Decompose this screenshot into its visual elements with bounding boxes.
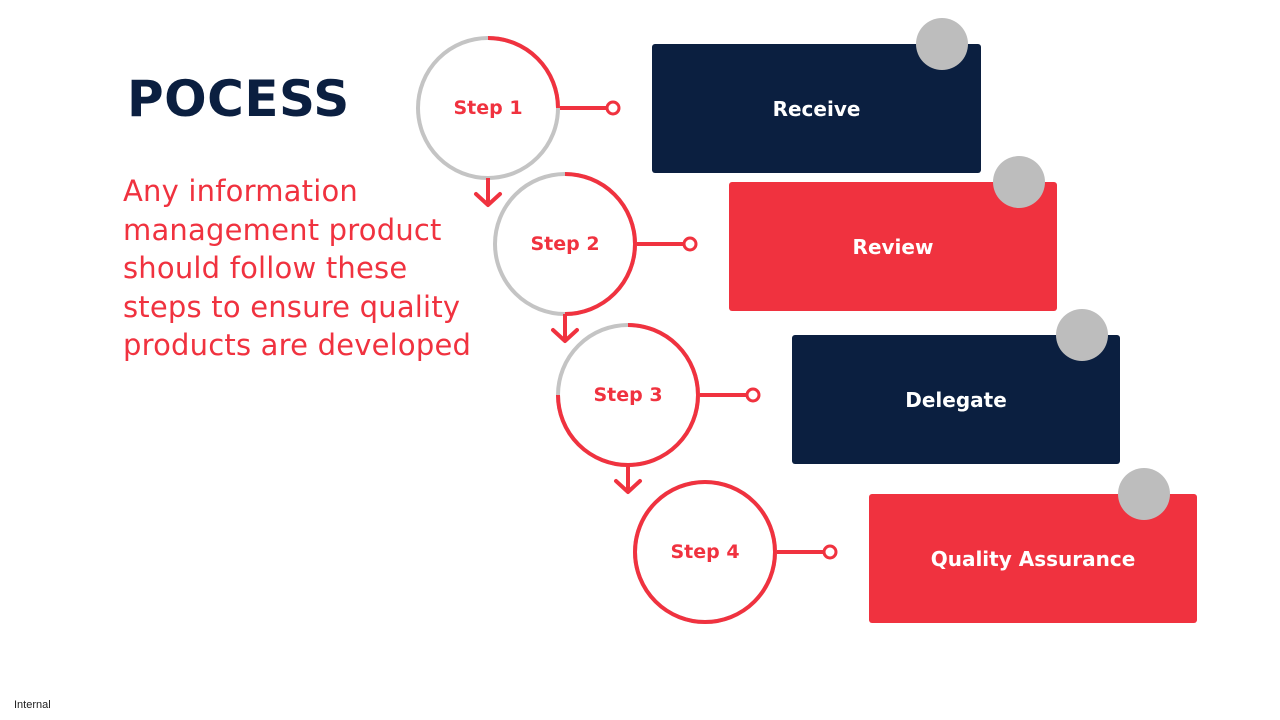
step-3-label: Step 3 (593, 384, 663, 406)
step-2-ring-progress (564, 172, 637, 316)
step-4-corner-dot (1118, 468, 1170, 520)
step-1-corner-dot (916, 18, 968, 70)
step-1-box-label: Receive (772, 96, 861, 121)
step-2-arrow-head (551, 328, 579, 343)
step-3-box (792, 335, 1120, 464)
step-3-connector-end (745, 387, 761, 403)
step-4-label: Step 4 (670, 541, 740, 563)
step-1-label: Step 1 (453, 97, 523, 119)
step-1-ring-progress (487, 36, 560, 109)
step-3-box-label: Delegate (905, 387, 1007, 412)
step-1-arrow-head (474, 192, 502, 207)
step-2-corner-dot (993, 156, 1045, 208)
step-3-arrow-head (614, 479, 642, 494)
step-4-box-label: Quality Assurance (930, 546, 1136, 571)
step-1-box (652, 44, 981, 173)
step-4-box (869, 494, 1197, 623)
step-4-connector-end (822, 544, 838, 560)
step-3-ring-progress (556, 323, 700, 467)
step-2-label: Step 2 (530, 233, 600, 255)
footer-label: Internal (14, 699, 51, 711)
page-title: POCESS (127, 70, 350, 128)
step-4-ring-progress (633, 480, 777, 624)
step-1-connector-end (605, 100, 621, 116)
description-text: Any information management product shoul… (123, 174, 472, 363)
step-3-corner-dot (1056, 309, 1108, 361)
step-2-box-label: Review (852, 234, 934, 259)
step-2-box (729, 182, 1057, 311)
step-2-connector-end (682, 236, 698, 252)
